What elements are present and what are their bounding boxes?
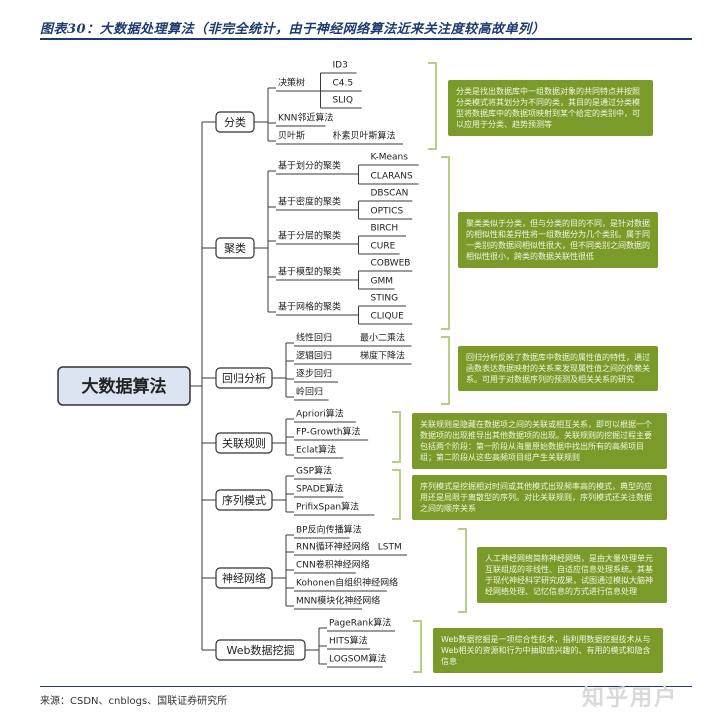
sub-label: Kohonen自组织神经网络 bbox=[296, 577, 398, 589]
sub-label: 线性回归 bbox=[296, 332, 332, 344]
category-bracket bbox=[428, 62, 437, 150]
sub-label: MNN模块化神经网络 bbox=[296, 595, 380, 607]
title-rule bbox=[40, 38, 692, 40]
category-label: 分类 bbox=[224, 115, 246, 129]
category-note: 分类是找出数据库中一组数据对象的共同特点并按照分类模式将其划分为不同的类，其目的… bbox=[448, 80, 653, 136]
leaf-label: BIRCH bbox=[371, 224, 399, 234]
leaf-label: CLIQUE bbox=[371, 312, 405, 322]
watermark: 知乎用户 bbox=[582, 686, 679, 711]
sub-label: 逐步回归 bbox=[296, 368, 332, 380]
leaf-label: 梯度下降法 bbox=[360, 350, 405, 362]
sub-label: Eclat算法 bbox=[296, 444, 336, 456]
sub-label: 基于网格的聚类 bbox=[278, 301, 341, 313]
sub-label: LOGSOM算法 bbox=[329, 653, 386, 665]
leaf-label: DBSCAN bbox=[371, 189, 409, 199]
sub-label: GSP算法 bbox=[296, 465, 332, 477]
leaf-label: OPTICS bbox=[371, 207, 404, 217]
sub-label: 基于模型的聚类 bbox=[278, 266, 341, 278]
category-label: Web数据挖掘 bbox=[227, 643, 295, 657]
category-note: 回归分析反映了数据库中数据的属性值的特性，通过函数表达数据映射的关系来发现属性值… bbox=[458, 346, 658, 391]
category-label: 神经网络 bbox=[222, 571, 266, 585]
leaf-label: 最小二乘法 bbox=[360, 332, 405, 344]
sub-label: Apriori算法 bbox=[296, 408, 344, 420]
sub-label: RNN循环神经网络 bbox=[296, 541, 370, 553]
leaf-label: STING bbox=[371, 294, 399, 304]
sub-label: FP-Growth算法 bbox=[296, 426, 361, 438]
root-label: 大数据算法 bbox=[82, 376, 167, 397]
sub-label: 贝叶斯 bbox=[278, 130, 305, 142]
category-note: 人工神经网络简称神经网络，是由大量处理单元互联组成的非线性、自适应信息处理系统。… bbox=[477, 547, 667, 603]
category-label: 关联规则 bbox=[222, 436, 266, 450]
category-bracket bbox=[413, 620, 422, 673]
category-note: 聚类类似于分类，但与分类的目的不同，是针对数据的相似性和差异性将一组数据分为几个… bbox=[458, 212, 658, 268]
chart-title: 图表30：大数据处理算法（非完全统计，由于神经网络算法近来关注度较高故单列） bbox=[40, 22, 546, 37]
sub-label: 基于分层的聚类 bbox=[278, 230, 341, 242]
category-bracket bbox=[392, 411, 401, 463]
category-note: 关联规则是隐藏在数据项之间的关联或相互关系，即可以根据一个数据项的出现推导出其他… bbox=[412, 413, 667, 469]
category-bracket bbox=[441, 336, 450, 405]
category-bracket bbox=[441, 156, 450, 330]
leaf-label: 朴素贝叶斯算法 bbox=[333, 130, 396, 142]
sub-label: BP反向传播算法 bbox=[296, 524, 362, 536]
sub-label: SPADE算法 bbox=[296, 483, 343, 495]
sub-label: 逻辑回归 bbox=[296, 350, 332, 362]
sub-label: HITS算法 bbox=[329, 635, 368, 647]
sub-label: KNN邻近算法 bbox=[278, 112, 333, 124]
category-note: 序列模式是挖掘相对时间或其他模式出现频率高的模式，典型的应用还是局限于离散型的序… bbox=[412, 475, 667, 520]
leaf-label: K-Means bbox=[371, 153, 409, 163]
sub-label: 基于划分的聚类 bbox=[278, 160, 341, 172]
category-bracket bbox=[458, 528, 467, 613]
leaf-label: C4.5 bbox=[333, 79, 354, 89]
leaf-label: COBWEB bbox=[371, 259, 411, 269]
leaf-label: CLARANS bbox=[371, 172, 413, 182]
category-bracket bbox=[392, 469, 401, 520]
sub-label: PrifixSpan算法 bbox=[296, 501, 359, 513]
sub-label: 岭回归 bbox=[296, 386, 323, 398]
sub-label: 决策树 bbox=[278, 77, 305, 89]
sub-label: CNN卷积神经网络 bbox=[296, 559, 370, 571]
category-note: Web数据挖掘是一项综合性技术，指利用数据挖掘技术从与Web相关的资源和行为中抽… bbox=[433, 628, 663, 673]
sub-label: PageRank算法 bbox=[329, 617, 391, 629]
leaf-label: SLIQ bbox=[333, 96, 353, 106]
category-label: 聚类 bbox=[224, 241, 246, 255]
category-label: 回归分析 bbox=[222, 371, 266, 385]
category-label: 序列模式 bbox=[222, 493, 266, 507]
sub-label: 基于密度的聚类 bbox=[278, 196, 341, 208]
leaf-label: CURE bbox=[371, 242, 396, 252]
leaf-label: LSTM bbox=[378, 543, 402, 553]
source-note: 来源：CSDN、cnblogs、国联证券研究所 bbox=[40, 696, 228, 707]
leaf-label: ID3 bbox=[333, 61, 348, 71]
leaf-label: GMM bbox=[371, 277, 394, 287]
bottom-rule bbox=[40, 686, 692, 687]
